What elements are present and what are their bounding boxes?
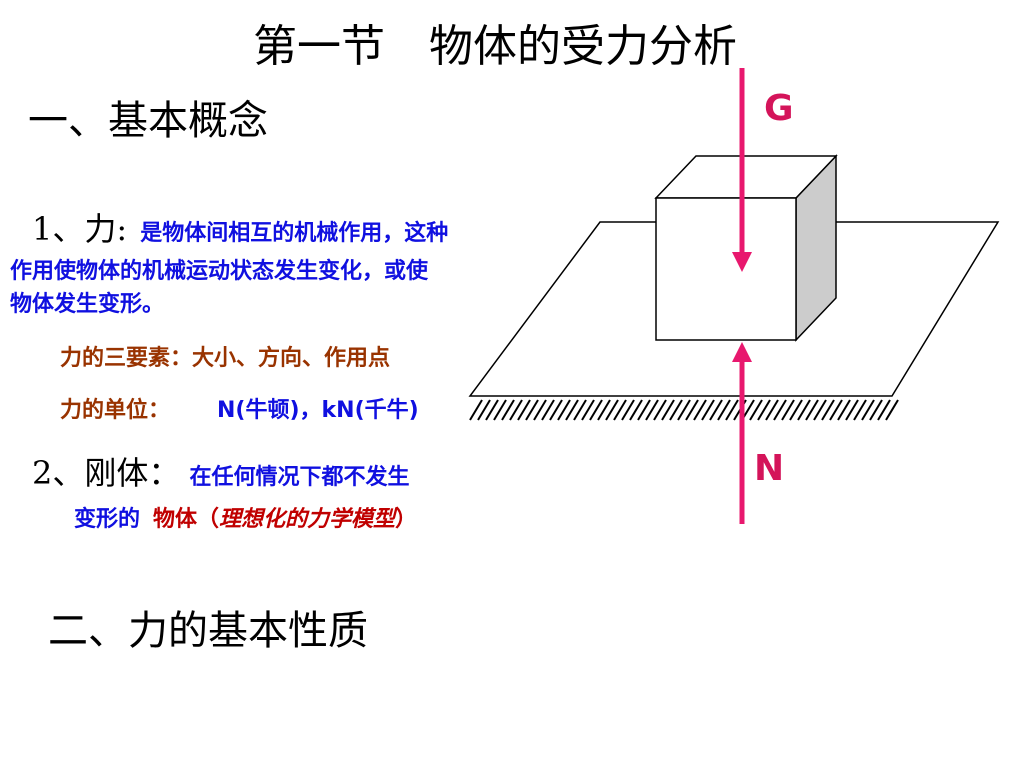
gravity-arrow	[732, 68, 752, 272]
rigid-body-line1: 2、刚体： 在任何情况下都不发生	[32, 448, 409, 494]
hatch-line	[717, 399, 731, 421]
section-heading-basic-concepts: 一、基本概念	[28, 98, 268, 144]
page-title: 第一节 物体的受力分析	[253, 21, 737, 72]
hatch-line	[709, 399, 723, 421]
hatch-line	[749, 399, 763, 421]
hatch-line	[725, 399, 739, 421]
hatch-line	[861, 399, 875, 421]
rigid-body-definition-text1: 在任何情况下都不发生	[189, 465, 410, 490]
hatch-line	[485, 399, 499, 421]
three-elements-value: 大小、方向、作用点	[192, 346, 391, 371]
hatch-line	[677, 399, 691, 421]
hatch-line	[581, 399, 595, 421]
hatch-line	[837, 399, 851, 421]
hatch-line	[517, 399, 531, 421]
three-elements-label: 力的三要素：	[60, 346, 193, 371]
rigid-body-model: 理想化的力学模型	[219, 507, 396, 532]
force-unit-value: N(牛顿)，kN(千牛)	[217, 398, 419, 423]
hatch-line	[469, 399, 483, 421]
hatch-line	[845, 399, 859, 421]
hatch-line	[573, 399, 587, 421]
hatch-line	[773, 399, 787, 421]
gravity-label: G	[764, 88, 794, 129]
hatch-line	[557, 399, 571, 421]
hatch-line	[813, 399, 827, 421]
hatch-line	[509, 399, 523, 421]
hatch-line	[477, 399, 491, 421]
force-label: 1、力:	[32, 210, 128, 248]
force-definition-line1: 1、力: 是物体间相互的机械作用，这种	[32, 204, 448, 250]
hatch-line	[805, 399, 819, 421]
hatch-line	[549, 399, 563, 421]
hatch-line	[613, 399, 627, 421]
hatch-line	[493, 399, 507, 421]
section-heading-basic-properties: 二、力的基本性质	[48, 608, 368, 654]
hatch-line	[597, 399, 611, 421]
hatch-line	[541, 399, 555, 421]
hatch-line	[685, 399, 699, 421]
hatch-line	[605, 399, 619, 421]
rigid-body-close: ）	[395, 507, 418, 532]
hatch-line	[885, 399, 899, 421]
hatch-line	[661, 399, 675, 421]
hatch-line	[693, 399, 707, 421]
rigid-body-label: 2、刚体：	[32, 454, 181, 492]
force-three-elements: 力的三要素：大小、方向、作用点	[60, 340, 390, 372]
hatch-line	[501, 399, 515, 421]
cube-front-face	[655, 197, 797, 341]
rigid-body-prefix: 变形的	[74, 507, 141, 532]
hatch-line	[757, 399, 771, 421]
hatch-line	[669, 399, 683, 421]
hatch-line	[629, 399, 643, 421]
hatch-line	[869, 399, 883, 421]
rigid-body-object: 物体（	[153, 507, 220, 532]
hatch-line	[525, 399, 539, 421]
force-definition-line2: 作用使物体的机械运动状态发生变化，或使	[10, 259, 429, 284]
hatch-line	[701, 399, 715, 421]
hatch-line	[797, 399, 811, 421]
hatch-line	[829, 399, 843, 421]
force-definition-text1: 是物体间相互的机械作用，这种	[140, 221, 449, 246]
hatch-line	[533, 399, 547, 421]
hatch-line	[877, 399, 891, 421]
hatch-line	[853, 399, 867, 421]
hatch-line	[589, 399, 603, 421]
hatch-line	[565, 399, 579, 421]
hatch-line	[621, 399, 635, 421]
hatch-line	[789, 399, 803, 421]
force-unit-label: 力的单位：	[60, 398, 171, 423]
hatch-line	[645, 399, 659, 421]
hatch-line	[653, 399, 667, 421]
hatch-line	[637, 399, 651, 421]
hatch-line	[781, 399, 795, 421]
ground-hatching	[469, 399, 899, 421]
force-definition-line3: 物体发生变形。	[10, 292, 165, 317]
hatch-line	[821, 399, 835, 421]
hatch-line	[765, 399, 779, 421]
rigid-body-line2: 变形的 物体（理想化的力学模型）	[74, 501, 417, 533]
normal-force-arrow	[732, 342, 752, 524]
force-unit: 力的单位： N(牛顿)，kN(千牛)	[60, 392, 419, 424]
normal-force-label: N	[754, 448, 785, 489]
